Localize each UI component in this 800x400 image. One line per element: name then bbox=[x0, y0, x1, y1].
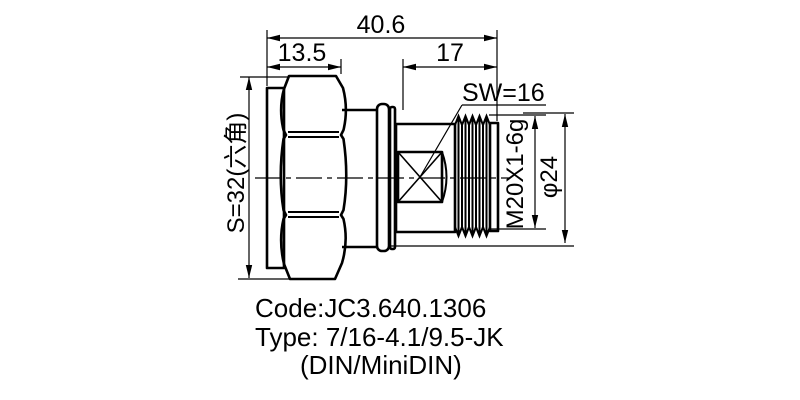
note-type: Type: 7/16-4.1/9.5-JK bbox=[255, 322, 504, 352]
dimensions bbox=[238, 30, 574, 280]
label-right-length: 17 bbox=[436, 39, 464, 67]
label-thread-spec: M20X1-6g bbox=[502, 119, 529, 230]
label-total-length: 40.6 bbox=[357, 11, 406, 39]
end-cap bbox=[488, 121, 500, 233]
thread-ridges bbox=[454, 116, 491, 236]
socket-arc bbox=[441, 151, 448, 203]
label-hex-length: 13.5 bbox=[278, 39, 327, 67]
hex-facet-lines bbox=[288, 131, 339, 218]
hex-nut bbox=[279, 74, 348, 281]
leader-line bbox=[419, 104, 463, 178]
note-standard: (DIN/MiniDIN) bbox=[300, 350, 462, 380]
label-diameter: φ24 bbox=[536, 156, 563, 198]
label-wrench-size: SW=16 bbox=[462, 79, 545, 107]
label-hex-across-flats: S=32(六角) bbox=[223, 113, 250, 234]
notes-block: Code:JC3.640.1306 Type: 7/16-4.1/9.5-JK … bbox=[255, 293, 504, 380]
thread-section bbox=[454, 113, 491, 239]
neck-cylinder bbox=[342, 108, 377, 249]
note-code: Code:JC3.640.1306 bbox=[255, 293, 486, 323]
hex-socket-box bbox=[396, 150, 444, 204]
